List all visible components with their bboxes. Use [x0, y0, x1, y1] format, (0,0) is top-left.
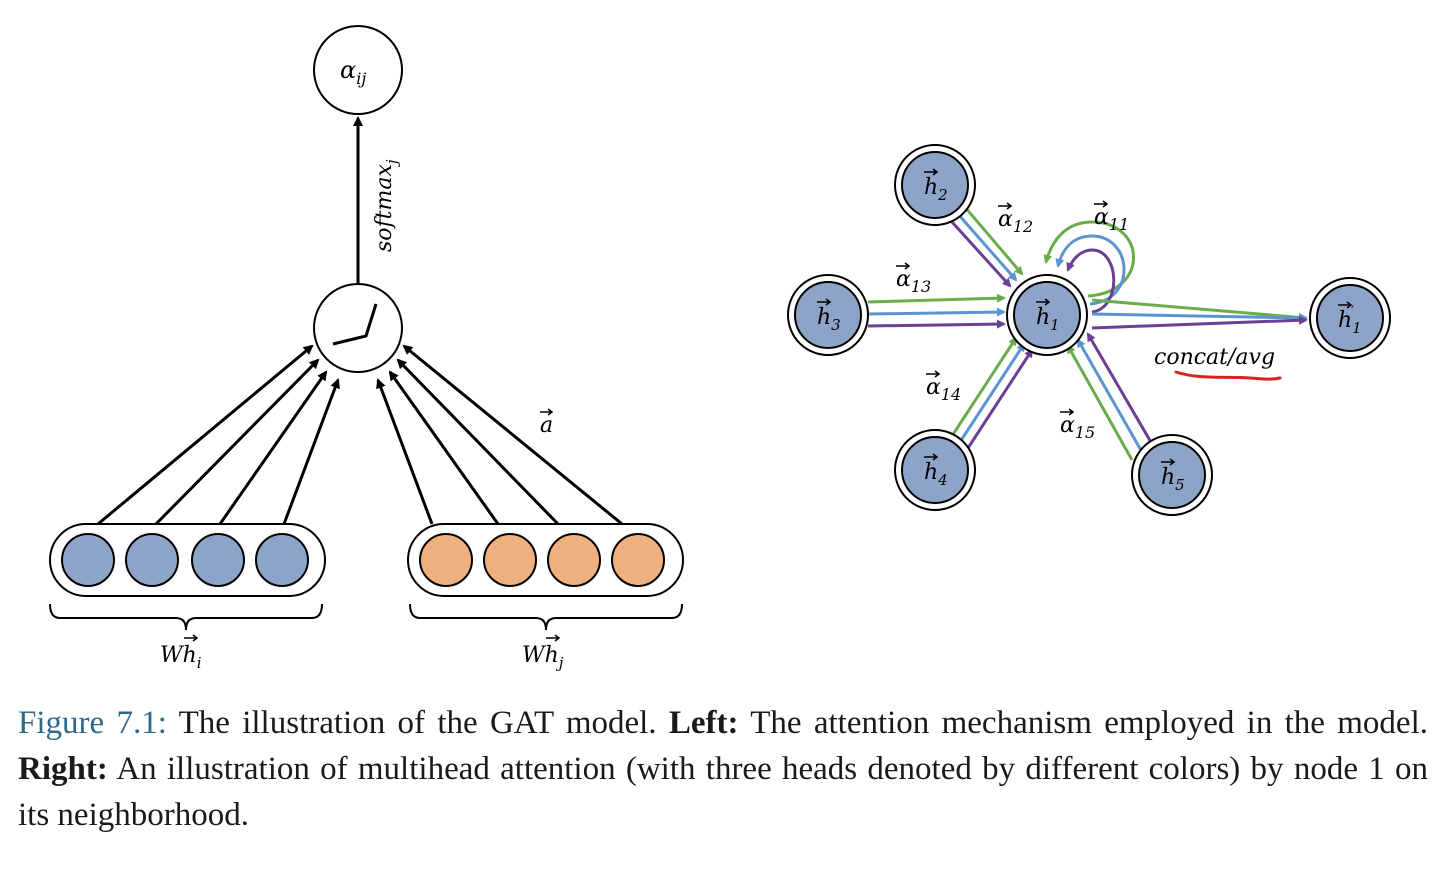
node-h2-label: h2	[924, 175, 948, 204]
edge-h3-h1-green	[867, 293, 1006, 304]
node-h1-prime-mark: ′	[1351, 304, 1354, 320]
aggregation-label: concat/avg	[1154, 345, 1275, 370]
node-h3-vector-arrow	[817, 298, 832, 306]
right-multihead-attention: h1 h2 h3 h4 h5	[787, 144, 1391, 516]
aggregation-underline	[1174, 370, 1282, 381]
caption-right-bold: Right:	[18, 751, 108, 787]
edge-h4-h1-green	[950, 336, 1018, 437]
edge-h5-h1-purple	[1086, 332, 1154, 445]
group-i-brace	[49, 603, 323, 631]
arrow-j-2	[388, 370, 500, 525]
node-h1-prime-label: h1	[1338, 308, 1362, 337]
group-i-label: Whi	[160, 643, 202, 672]
node-h1-prime-vector-arrow	[1338, 301, 1353, 309]
edge-h3-h1-purple	[867, 319, 1006, 329]
softmax-label: softmaxj	[372, 159, 401, 252]
group-j-vector-arrow	[546, 634, 561, 642]
edge-h1-out-purple	[1091, 315, 1308, 330]
node-h3: h3	[787, 274, 869, 356]
left-attention-mechanism: αij softmaxj a	[49, 25, 684, 672]
caption-text-1: The illustration of the GAT model.	[166, 705, 669, 741]
edge-h1-out-blue	[1091, 312, 1308, 323]
gat-figure: αij softmaxj a	[49, 25, 1391, 672]
group-i-unit-1	[61, 533, 115, 587]
group-j-unit-4	[611, 533, 665, 587]
group-i-unit-2	[125, 533, 179, 587]
group-j-brace	[409, 603, 683, 631]
edge-label-a15: α15	[1060, 413, 1095, 442]
edge-h2-h1-green	[962, 205, 1024, 276]
node-h1: h1	[1006, 274, 1088, 356]
edge-label-a11-arrow	[1094, 200, 1109, 208]
group-i-vector-arrow	[184, 634, 199, 642]
arrow-j-4	[402, 344, 623, 526]
node-h1-prime: h1 ′	[1309, 277, 1391, 359]
arrow-i-2	[154, 358, 320, 526]
arrow-j-1	[376, 378, 434, 525]
edge-h2-h1-blue	[956, 213, 1018, 282]
group-j-label: Whj	[522, 643, 564, 672]
attention-vector-arrowhead	[547, 408, 554, 416]
edge-label-a13: α13	[896, 267, 931, 296]
node-h2: h2	[894, 144, 976, 226]
group-j-unit-3	[547, 533, 601, 587]
edge-h3-h1-blue	[867, 307, 1006, 317]
node-h4-label: h4	[924, 460, 948, 489]
caption-text-2: The attention mechanism employed in the …	[738, 705, 1428, 741]
alpha-ij-node	[313, 25, 403, 115]
node-h1-vector-arrow	[1036, 298, 1051, 306]
arrow-i-1	[97, 344, 314, 526]
edge-label-a12-arrow	[998, 202, 1013, 210]
leakyrelu-node	[313, 283, 403, 373]
edge-h4-h1-purple	[966, 348, 1034, 449]
edge-h5-h1-blue	[1076, 338, 1144, 453]
figure-caption: Figure 7.1: The illustration of the GAT …	[18, 700, 1428, 838]
arrow-j-3	[396, 358, 560, 526]
group-j-unit-1	[419, 533, 473, 587]
caption-text-3: An illustration of multihead attention (…	[18, 751, 1428, 833]
group-i-unit-3	[191, 533, 245, 587]
node-h3-label: h3	[817, 305, 841, 334]
group-i-capsule	[49, 523, 326, 597]
edge-h4-h1-blue	[958, 342, 1026, 443]
edge-h1-out-green	[1091, 298, 1308, 322]
group-j-unit-2	[483, 533, 537, 587]
caption-figure-label: Figure 7.1:	[18, 705, 167, 741]
leakyrelu-icon	[332, 303, 378, 346]
node-h5: h5	[1131, 434, 1213, 516]
edge-label-a11: α11	[1094, 205, 1129, 234]
node-h4: h4	[894, 429, 976, 511]
attention-vector-label: a	[540, 413, 553, 438]
arrow-i-3	[218, 370, 328, 525]
arrow-i-4	[282, 378, 340, 525]
node-h5-label: h5	[1161, 465, 1185, 494]
edge-label-a14-arrow	[926, 370, 941, 378]
node-h4-vector-arrow	[924, 453, 939, 461]
group-i-unit-4	[255, 533, 309, 587]
group-j-capsule	[407, 523, 684, 597]
self-loop-blue	[1055, 234, 1126, 306]
edge-label-a13-arrow	[896, 262, 911, 270]
alpha-ij-label: αij	[340, 56, 366, 88]
node-h5-vector-arrow	[1161, 458, 1176, 466]
edge-label-a12: α12	[998, 207, 1033, 236]
edge-h5-h1-green	[1066, 344, 1134, 461]
edge-label-a15-arrow	[1060, 408, 1075, 416]
caption-left-bold: Left:	[668, 705, 739, 741]
node-h1-label: h1	[1036, 305, 1060, 334]
edge-label-a14: α14	[926, 375, 961, 404]
node-h2-vector-arrow	[924, 168, 939, 176]
edge-h2-h1-purple	[950, 220, 1012, 288]
